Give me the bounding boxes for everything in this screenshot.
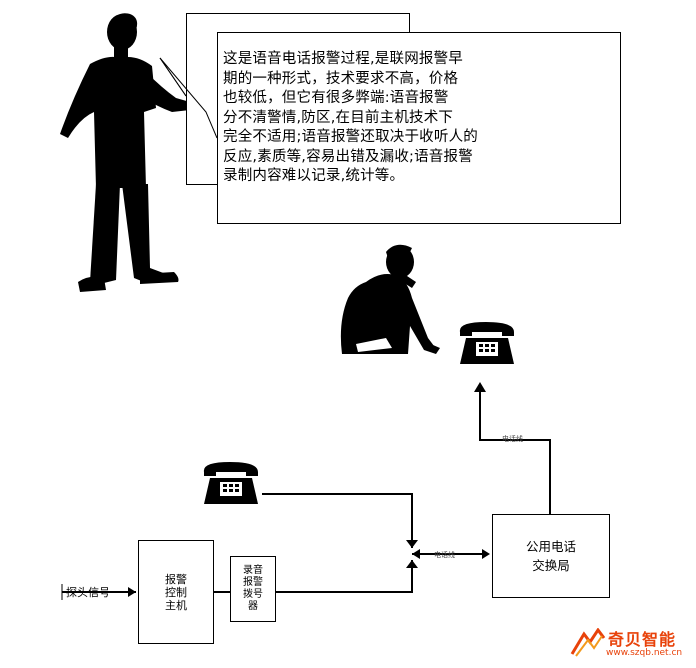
alarm-control-host: 报警 控制 主机 xyxy=(138,540,214,644)
telephone-icon xyxy=(203,462,258,504)
telephone-icon xyxy=(459,322,514,364)
probe-signal-label: 探头信号 xyxy=(66,586,110,599)
alarm-control-host-label: 报警 控制 主机 xyxy=(165,572,187,612)
speech-box xyxy=(217,32,621,224)
public-telephone-exchange-label: 公用电话 交换局 xyxy=(525,539,576,573)
speech-text: 这是语音电话报警过程,是联网报警早 期的一种形式，技术要求不高，价格 也较低，但… xyxy=(223,51,478,184)
phone-line-label: 电话线 xyxy=(434,551,455,559)
logo-name: 奇贝智能 xyxy=(608,630,677,649)
brand-logo: 奇贝智能 www.szqb.net.cn xyxy=(566,626,694,666)
voice-alarm-dialer-label: 录音 报警 拨号 器 xyxy=(243,565,263,612)
public-telephone-exchange: 公用电话 交换局 xyxy=(492,514,610,598)
phone-line-label: 电话线 xyxy=(502,435,523,443)
logo-url: www.szqb.net.cn xyxy=(606,648,683,658)
man-silhouette-icon xyxy=(60,13,190,292)
man-on-phone-icon xyxy=(340,244,440,354)
voice-alarm-dialer: 录音 报警 拨号 器 xyxy=(230,556,276,622)
logo-mark-icon xyxy=(570,628,606,657)
